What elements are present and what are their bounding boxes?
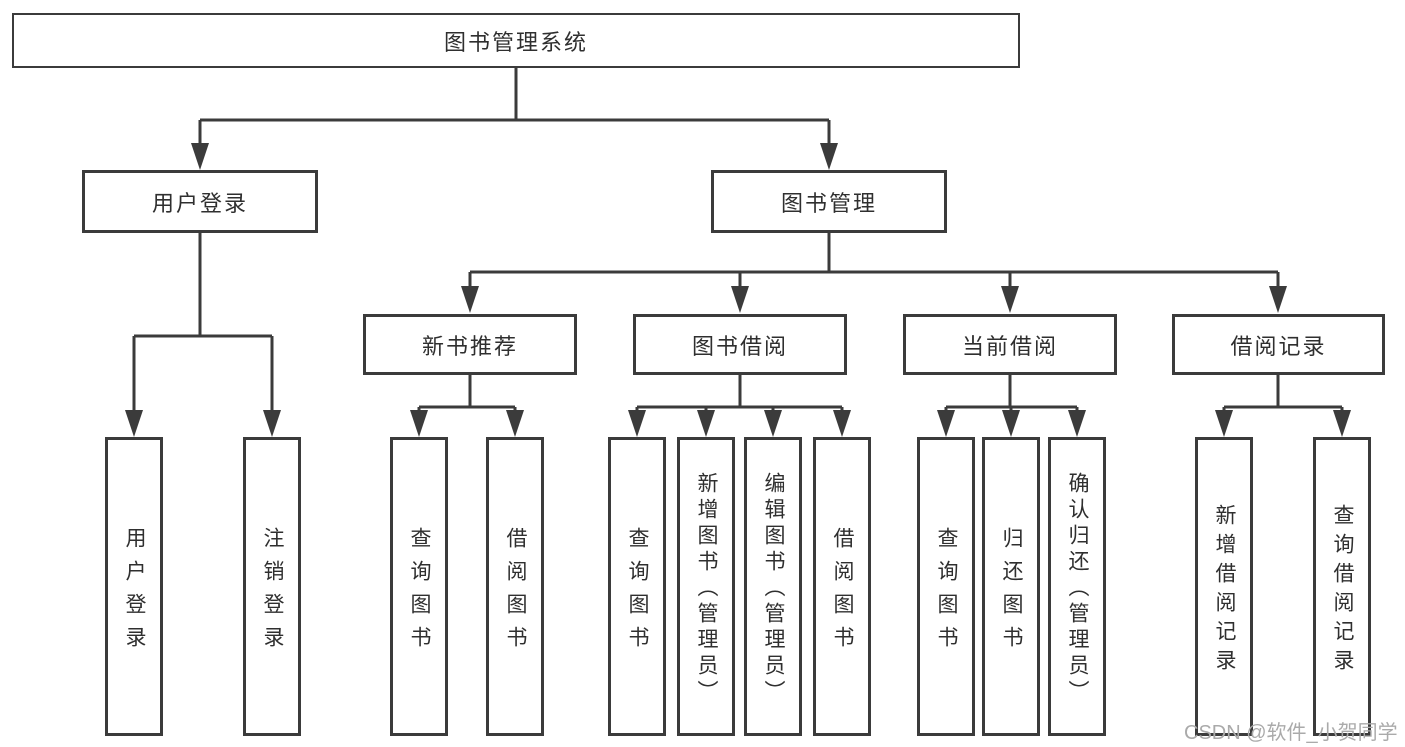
node-book-management: 图书管理 [711,170,947,233]
leaf-add-books-admin: 新增图书（管理员） [677,437,735,736]
node-borrow-records: 借阅记录 [1172,314,1385,375]
leaf-borrow-books: 借阅图书 [813,437,871,736]
arrowhead [833,410,851,437]
node-label: 用户登录 [151,190,248,216]
arrowhead [731,286,749,313]
leaf-label: 编辑图书（管理员） [762,472,785,706]
leaf-logout: 注销登录 [243,437,301,736]
leaf-label: 注销登录 [261,526,284,659]
arrowhead [461,286,479,313]
leaf-query-books-recommend: 查询图书 [390,437,448,736]
node-current-borrow: 当前借阅 [903,314,1117,375]
leaf-add-borrow-record: 新增借阅记录 [1195,437,1253,736]
arrowhead [506,410,524,437]
arrowhead [1333,410,1351,437]
arrowhead [1215,410,1233,437]
arrowhead [191,143,209,170]
arrowhead [125,410,143,437]
arrowhead [764,410,782,437]
leaf-edit-books-admin: 编辑图书（管理员） [744,437,802,736]
arrowhead [1269,286,1287,313]
leaf-query-borrow-record: 查询借阅记录 [1313,437,1371,736]
leaf-label: 查询图书 [626,526,649,659]
leaf-label: 用户登录 [123,526,146,659]
leaf-confirm-return-admin: 确认归还（管理员） [1048,437,1106,736]
leaf-label: 新增图书（管理员） [695,472,718,706]
node-label: 图书管理系统 [443,29,588,55]
leaf-label: 归还图书 [1000,526,1023,659]
leaf-user-login: 用户登录 [105,437,163,736]
leaf-return-books: 归还图书 [982,437,1040,736]
node-label: 当前借阅 [961,333,1058,359]
arrowhead [1001,286,1019,313]
leaf-query-books-borrow: 查询图书 [608,437,666,736]
node-label: 图书借阅 [691,333,788,359]
node-user-login: 用户登录 [82,170,318,233]
arrowhead [1068,410,1086,437]
arrowhead [820,143,838,170]
leaf-label: 查询借阅记录 [1331,503,1354,678]
node-label: 新书推荐 [421,333,518,359]
leaf-label: 借阅图书 [504,526,527,659]
node-new-book-recommend: 新书推荐 [363,314,577,375]
leaf-borrow-books-recommend: 借阅图书 [486,437,544,736]
leaf-label: 查询图书 [408,526,431,659]
arrowhead [937,410,955,437]
node-label: 借阅记录 [1230,333,1327,359]
node-library-system: 图书管理系统 [12,13,1020,68]
arrowhead [628,410,646,437]
node-book-borrow: 图书借阅 [633,314,847,375]
leaf-label: 借阅图书 [831,526,854,659]
arrowhead [697,410,715,437]
arrowhead [263,410,281,437]
arrowhead [1002,410,1020,437]
leaf-label: 确认归还（管理员） [1066,472,1089,706]
leaf-query-books-current: 查询图书 [917,437,975,736]
arrowhead [410,410,428,437]
arrowheads [125,143,1351,437]
node-label: 图书管理 [780,190,877,216]
leaf-label: 新增借阅记录 [1213,503,1236,678]
leaf-label: 查询图书 [935,526,958,659]
watermark: CSDN @软件_小贺同学 [1184,722,1398,744]
